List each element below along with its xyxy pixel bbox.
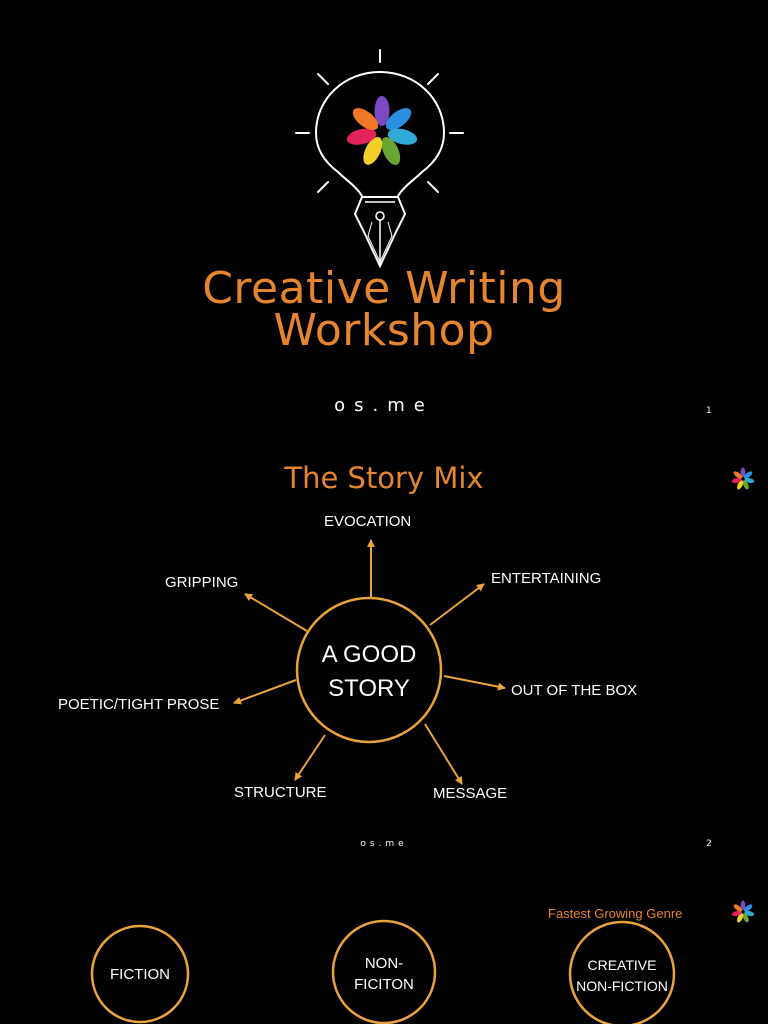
hub-circle	[295, 596, 443, 744]
story-mix-title: The Story Mix	[284, 461, 484, 495]
workshop-title-line1: Creative Writing	[202, 263, 566, 314]
spoke-entertaining-arrow	[429, 583, 485, 626]
genre-circle-fiction	[90, 924, 190, 1024]
genre-fiction-line1: FICTION	[110, 966, 170, 983]
genre-non-fiction-line2: FICITON	[354, 976, 414, 993]
spoke-label-gripping: GRIPPING	[165, 574, 239, 591]
genre-fiction-label: FICTION	[92, 964, 188, 985]
spoke-label-entertaining: ENTERTAINING	[491, 570, 602, 587]
spoke-message-arrow	[424, 723, 463, 785]
lightbulb-pen-flower-icon	[295, 49, 464, 269]
flower-logo-icon	[731, 900, 755, 923]
flower-logo-icon	[731, 467, 755, 490]
genre-creative-non-fiction-line2: NON-FICTION	[576, 978, 668, 994]
genre-non-fiction-line1: NON-	[364, 955, 404, 972]
spoke-structure-arrow	[294, 734, 326, 781]
workshop-title-line2: Workshop	[273, 305, 495, 356]
spoke-label-message: MESSAGE	[433, 785, 508, 802]
spoke-gripping-arrow	[244, 593, 308, 632]
hub-label-line1: A GOOD	[321, 641, 417, 668]
spoke-label-structure: STRUCTURE	[234, 784, 327, 801]
genre-label: Fastest Growing Genre	[548, 906, 683, 921]
genre-circle-non-fiction	[331, 919, 437, 1024]
spoke-label-evocation: EVOCATION	[324, 513, 412, 530]
hub-label: A GOOD STORY	[297, 638, 441, 706]
spoke-label-poetic: POETIC/TIGHT PROSE	[58, 696, 220, 713]
spoke-out-of-the-box-arrow	[443, 675, 506, 691]
brand-name: os.me	[334, 395, 434, 416]
genre-non-fiction-label: NON- FICITON	[334, 953, 434, 995]
footer-brand: os.me	[360, 839, 408, 849]
spoke-poetic-arrow	[233, 679, 297, 705]
page-number: 2	[706, 839, 712, 849]
page-number: 1	[706, 406, 712, 416]
genre-creative-non-fiction-line1: CREATIVE	[587, 957, 657, 973]
genre-creative-non-fiction-label: CREATIVE NON-FICTION	[566, 955, 678, 997]
genre-circle-creative-non-fiction	[568, 920, 676, 1024]
hub-label-line2: STORY	[328, 675, 410, 702]
spoke-label-out-of-the-box: OUT OF THE BOX	[511, 682, 638, 699]
